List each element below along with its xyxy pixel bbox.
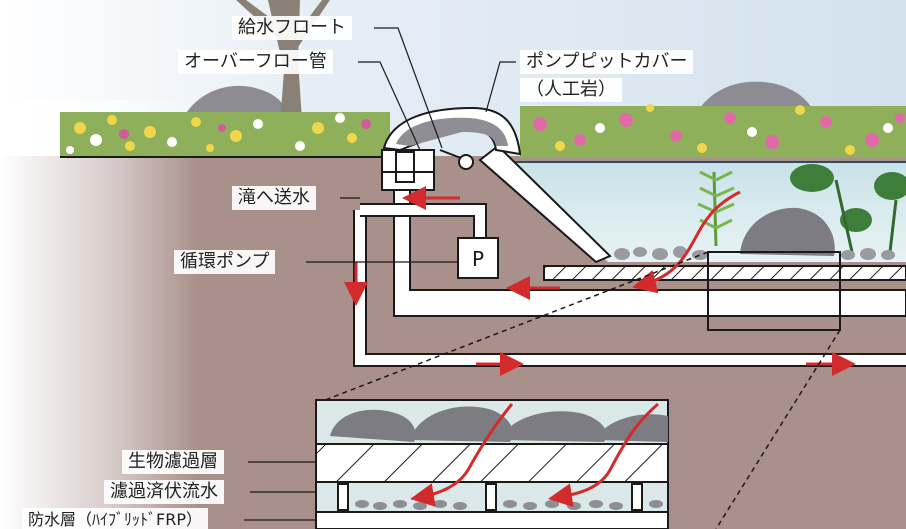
flower-meadow-right [520,104,906,158]
detail-view [315,399,669,529]
label-circulation-pump: 循環ポンプ [174,250,276,274]
pump-pit-cover-rock [396,117,508,146]
label-to-waterfall: 滝へ送水 [232,186,316,210]
pond-rock [740,207,835,256]
flower-meadow-left [60,112,390,158]
label-artificial-rock: （人工岩） [520,78,622,102]
label-pump-pit-cover: ポンプピットカバー [520,50,694,74]
overflow-pipe-shape [381,149,435,191]
flow-arrows [344,186,856,376]
detail-box-marker [707,251,841,331]
leader-lines [244,27,516,521]
label-overflow-pipe: オーバーフロー管 [178,50,333,74]
label-water-float: 給水フロート [232,16,352,40]
return-pipe [353,203,906,367]
callout-dash-left [319,251,709,403]
label-filtered-underflow: 濾過済伏流水 [104,480,224,504]
water-float-ball [458,154,474,170]
label-bio-filter-layer: 生物濾過層 [122,450,224,474]
callout-dash-right [715,329,841,529]
pump-body [457,237,499,279]
label-waterproof-layer: 防水層（ﾊｲﾌﾞﾘｯﾄﾞFRP） [22,508,208,529]
filter-layer-slab [543,265,906,281]
pebbles [614,246,895,260]
pump-symbol: P [472,247,484,271]
